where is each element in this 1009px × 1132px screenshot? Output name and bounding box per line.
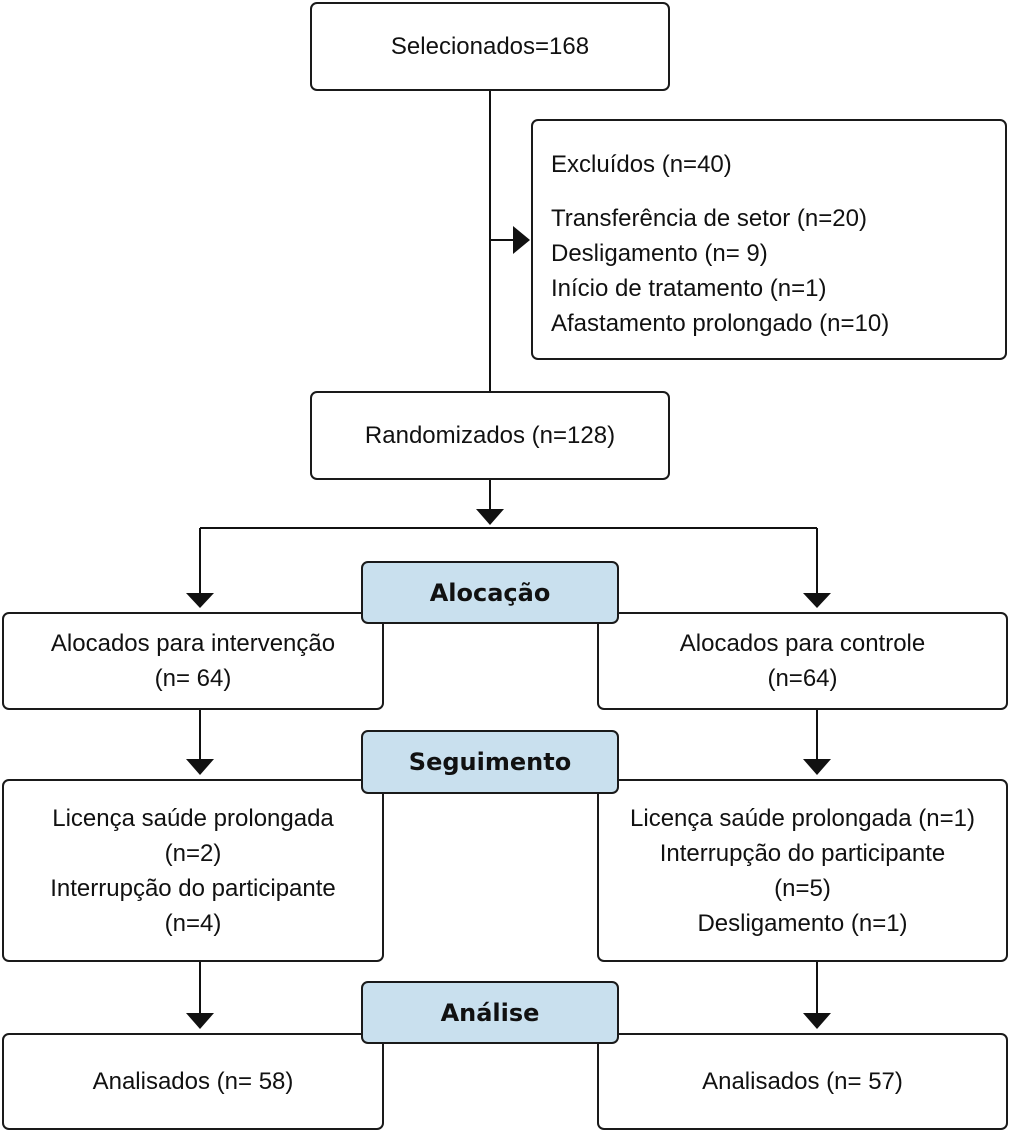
control-followup-line: (n=5) — [774, 874, 831, 902]
excluded-reason: Desligamento (n= 9) — [551, 240, 768, 267]
randomized-label: Randomizados (n=128) — [364, 422, 616, 449]
control-followup-line: Interrupção do participante — [659, 839, 946, 867]
intervention-followup-line: Licença saúde prolongada — [52, 804, 334, 832]
stage-followup: Seguimento — [361, 730, 619, 794]
control-analyzed-label: Analisados (n= 57) — [702, 1068, 903, 1095]
control-analyzed-box: Analisados (n= 57) — [597, 1033, 1008, 1130]
randomized-box: Randomizados (n=128) — [310, 391, 670, 480]
excluded-reason: Afastamento prolongado (n=10) — [551, 310, 890, 337]
excluded-title: Excluídos (n=40) — [551, 151, 732, 178]
intervention-allocated-line: (n= 64) — [154, 665, 232, 692]
selected-box: Selecionados=168 — [310, 2, 670, 91]
control-followup-line: Licença saúde prolongada (n=1) — [630, 804, 975, 832]
stage-analysis: Análise — [361, 981, 619, 1044]
excluded-box: Excluídos (n=40) Transferência de setor … — [531, 119, 1007, 360]
control-followup-line: Desligamento (n=1) — [697, 909, 908, 937]
intervention-analyzed-box: Analisados (n= 58) — [2, 1033, 384, 1130]
arrowhead-alloc-left — [186, 593, 214, 608]
intervention-followup-line: (n=4) — [164, 909, 222, 937]
arrowhead-analysis-left — [186, 1013, 214, 1029]
intervention-followup-box: Licença saúde prolongada (n=2) Interrupç… — [2, 779, 384, 962]
arrowhead-follow-right — [803, 759, 831, 775]
stage-allocation: Alocação — [361, 561, 619, 624]
arrowhead-follow-left — [186, 759, 214, 775]
intervention-analyzed-label: Analisados (n= 58) — [92, 1068, 294, 1095]
arrowhead-analysis-right — [803, 1013, 831, 1029]
arrowhead-randomized — [476, 509, 504, 525]
intervention-followup-line: (n=2) — [164, 839, 222, 867]
control-allocated-line: Alocados para controle — [679, 630, 926, 657]
selected-label: Selecionados=168 — [390, 33, 590, 60]
control-allocated-box: Alocados para controle (n=64) — [597, 612, 1008, 710]
intervention-allocated-box: Alocados para intervenção (n= 64) — [2, 612, 384, 710]
arrowhead-alloc-right — [803, 593, 831, 608]
intervention-followup-line: Interrupção do participante — [50, 874, 336, 902]
excluded-reason: Início de tratamento (n=1) — [551, 275, 827, 302]
excluded-reason: Transferência de setor (n=20) — [551, 205, 867, 232]
intervention-allocated-line: Alocados para intervenção — [50, 630, 336, 657]
control-allocated-line: (n=64) — [767, 665, 838, 692]
arrowhead-excluded — [513, 226, 530, 254]
control-followup-box: Licença saúde prolongada (n=1) Interrupç… — [597, 779, 1008, 962]
